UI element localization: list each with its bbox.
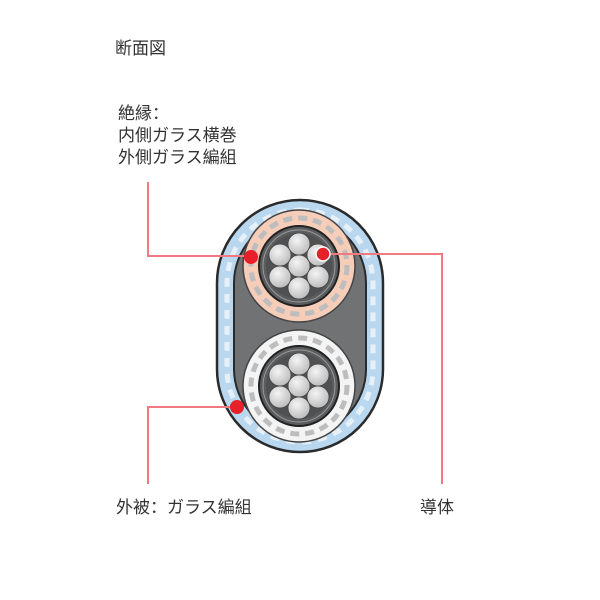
upper-core — [242, 209, 356, 323]
insulation-label-line1: 絶縁： — [118, 104, 169, 124]
conductor-label: 導体 — [420, 498, 454, 518]
insulation-label-line3: 外側ガラス編組 — [118, 148, 237, 168]
leader-lines — [147, 182, 443, 484]
conductor-leader-line — [323, 253, 443, 484]
conductor-marker — [315, 246, 331, 262]
insulation-label-line2: 内側ガラス横巻 — [118, 126, 237, 146]
sheath-label: 外被：ガラス編組 — [116, 498, 252, 518]
insulation-leader-line — [147, 182, 249, 257]
insulation-marker — [244, 250, 258, 264]
sheath-marker — [230, 400, 244, 414]
sheath-leader-line — [147, 406, 236, 484]
lower-core — [242, 329, 356, 443]
diagram-title: 断面図 — [115, 39, 166, 59]
